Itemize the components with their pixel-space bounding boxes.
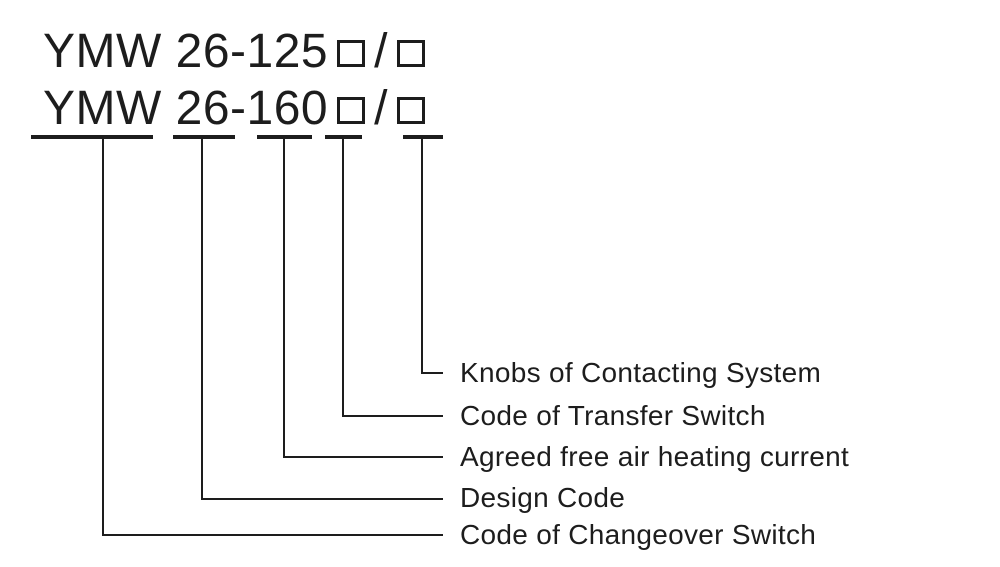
model-designation-block: YMW 26-125 / YMW 26-160 / bbox=[43, 23, 425, 137]
placeholder-box-icon bbox=[337, 40, 366, 67]
connector-elbow-box-right bbox=[421, 372, 443, 374]
placeholder-box-icon bbox=[337, 97, 366, 124]
connector-vertical-26 bbox=[201, 137, 203, 500]
legend-label-code-of-changeover-switch: Code of Changeover Switch bbox=[460, 519, 817, 551]
slash-separator: / bbox=[374, 82, 388, 135]
connector-elbow-ymw bbox=[102, 534, 443, 536]
model-line-160: YMW 26-160 / bbox=[43, 80, 425, 137]
legend-label-code-of-transfer-switch: Code of Transfer Switch bbox=[460, 400, 766, 432]
underline-segment-ymw bbox=[31, 135, 153, 139]
slash-separator: / bbox=[374, 25, 388, 78]
underline-segment-box-right bbox=[403, 135, 443, 139]
model-code-text: YMW 26-125 bbox=[43, 25, 329, 78]
legend-label-design-code: Design Code bbox=[460, 482, 626, 514]
connector-elbow-current bbox=[283, 456, 443, 458]
legend-label-agreed-free-air-heating-current: Agreed free air heating current bbox=[460, 441, 850, 473]
model-line-125: YMW 26-125 / bbox=[43, 23, 425, 80]
connector-elbow-26 bbox=[201, 498, 443, 500]
connector-vertical-current bbox=[283, 137, 285, 458]
connector-vertical-ymw bbox=[102, 137, 104, 536]
legend-label-knobs-of-contacting-system: Knobs of Contacting System bbox=[460, 357, 822, 389]
connector-vertical-box-right bbox=[421, 137, 423, 374]
placeholder-box-icon bbox=[396, 97, 425, 124]
placeholder-box-icon bbox=[396, 40, 425, 67]
connector-elbow-box-left bbox=[342, 415, 443, 417]
underline-segment-26 bbox=[173, 135, 235, 139]
connector-vertical-box-left bbox=[342, 137, 344, 417]
model-code-text: YMW 26-160 bbox=[43, 82, 329, 135]
